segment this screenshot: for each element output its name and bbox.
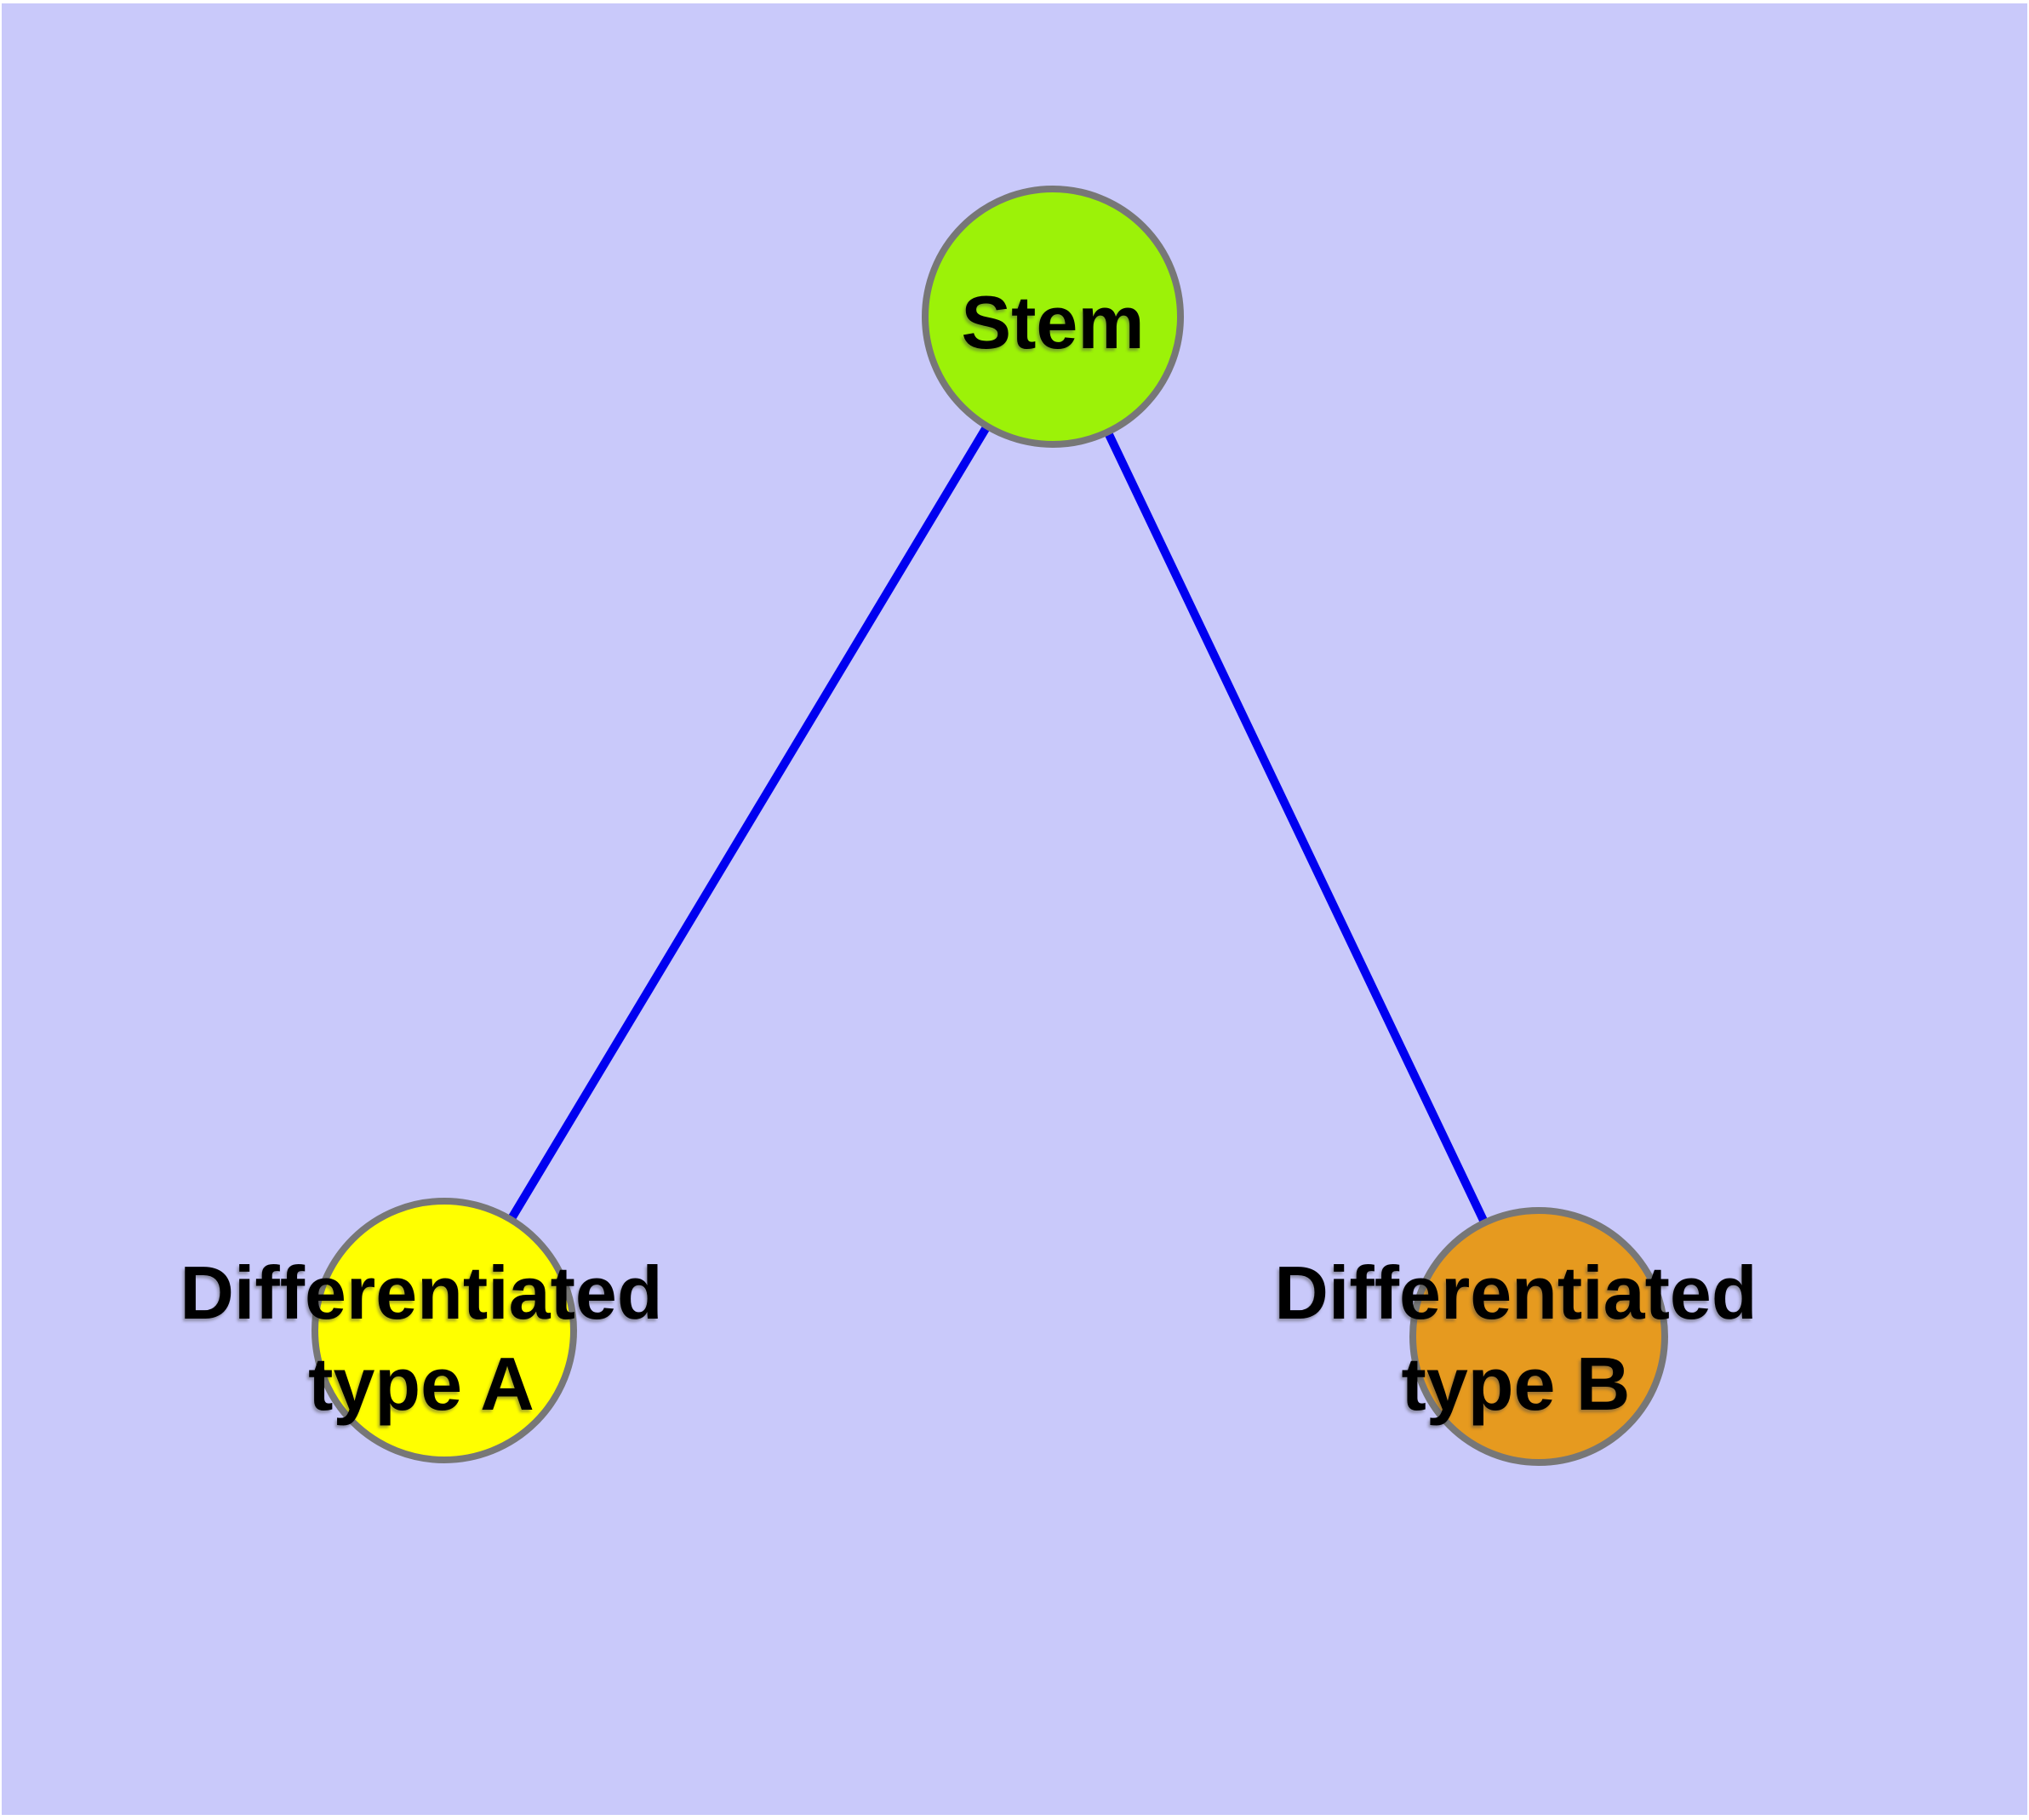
node-typeB-label-line2: type B <box>1402 1342 1631 1426</box>
node-differentiated-type-b <box>1409 1207 1668 1466</box>
edge-stem-to-typeA <box>440 314 1057 1333</box>
node-typeA-label-line2: type A <box>308 1342 534 1426</box>
node-stem-label: Stem <box>961 280 1144 364</box>
node-typeB-label-line1: Differentiated <box>1274 1251 1757 1335</box>
edge-stem-to-typeB <box>1049 314 1543 1339</box>
node-typeA-label-line1: Differentiated <box>180 1251 662 1335</box>
node-stem <box>922 186 1184 448</box>
node-differentiated-type-a <box>311 1198 577 1463</box>
